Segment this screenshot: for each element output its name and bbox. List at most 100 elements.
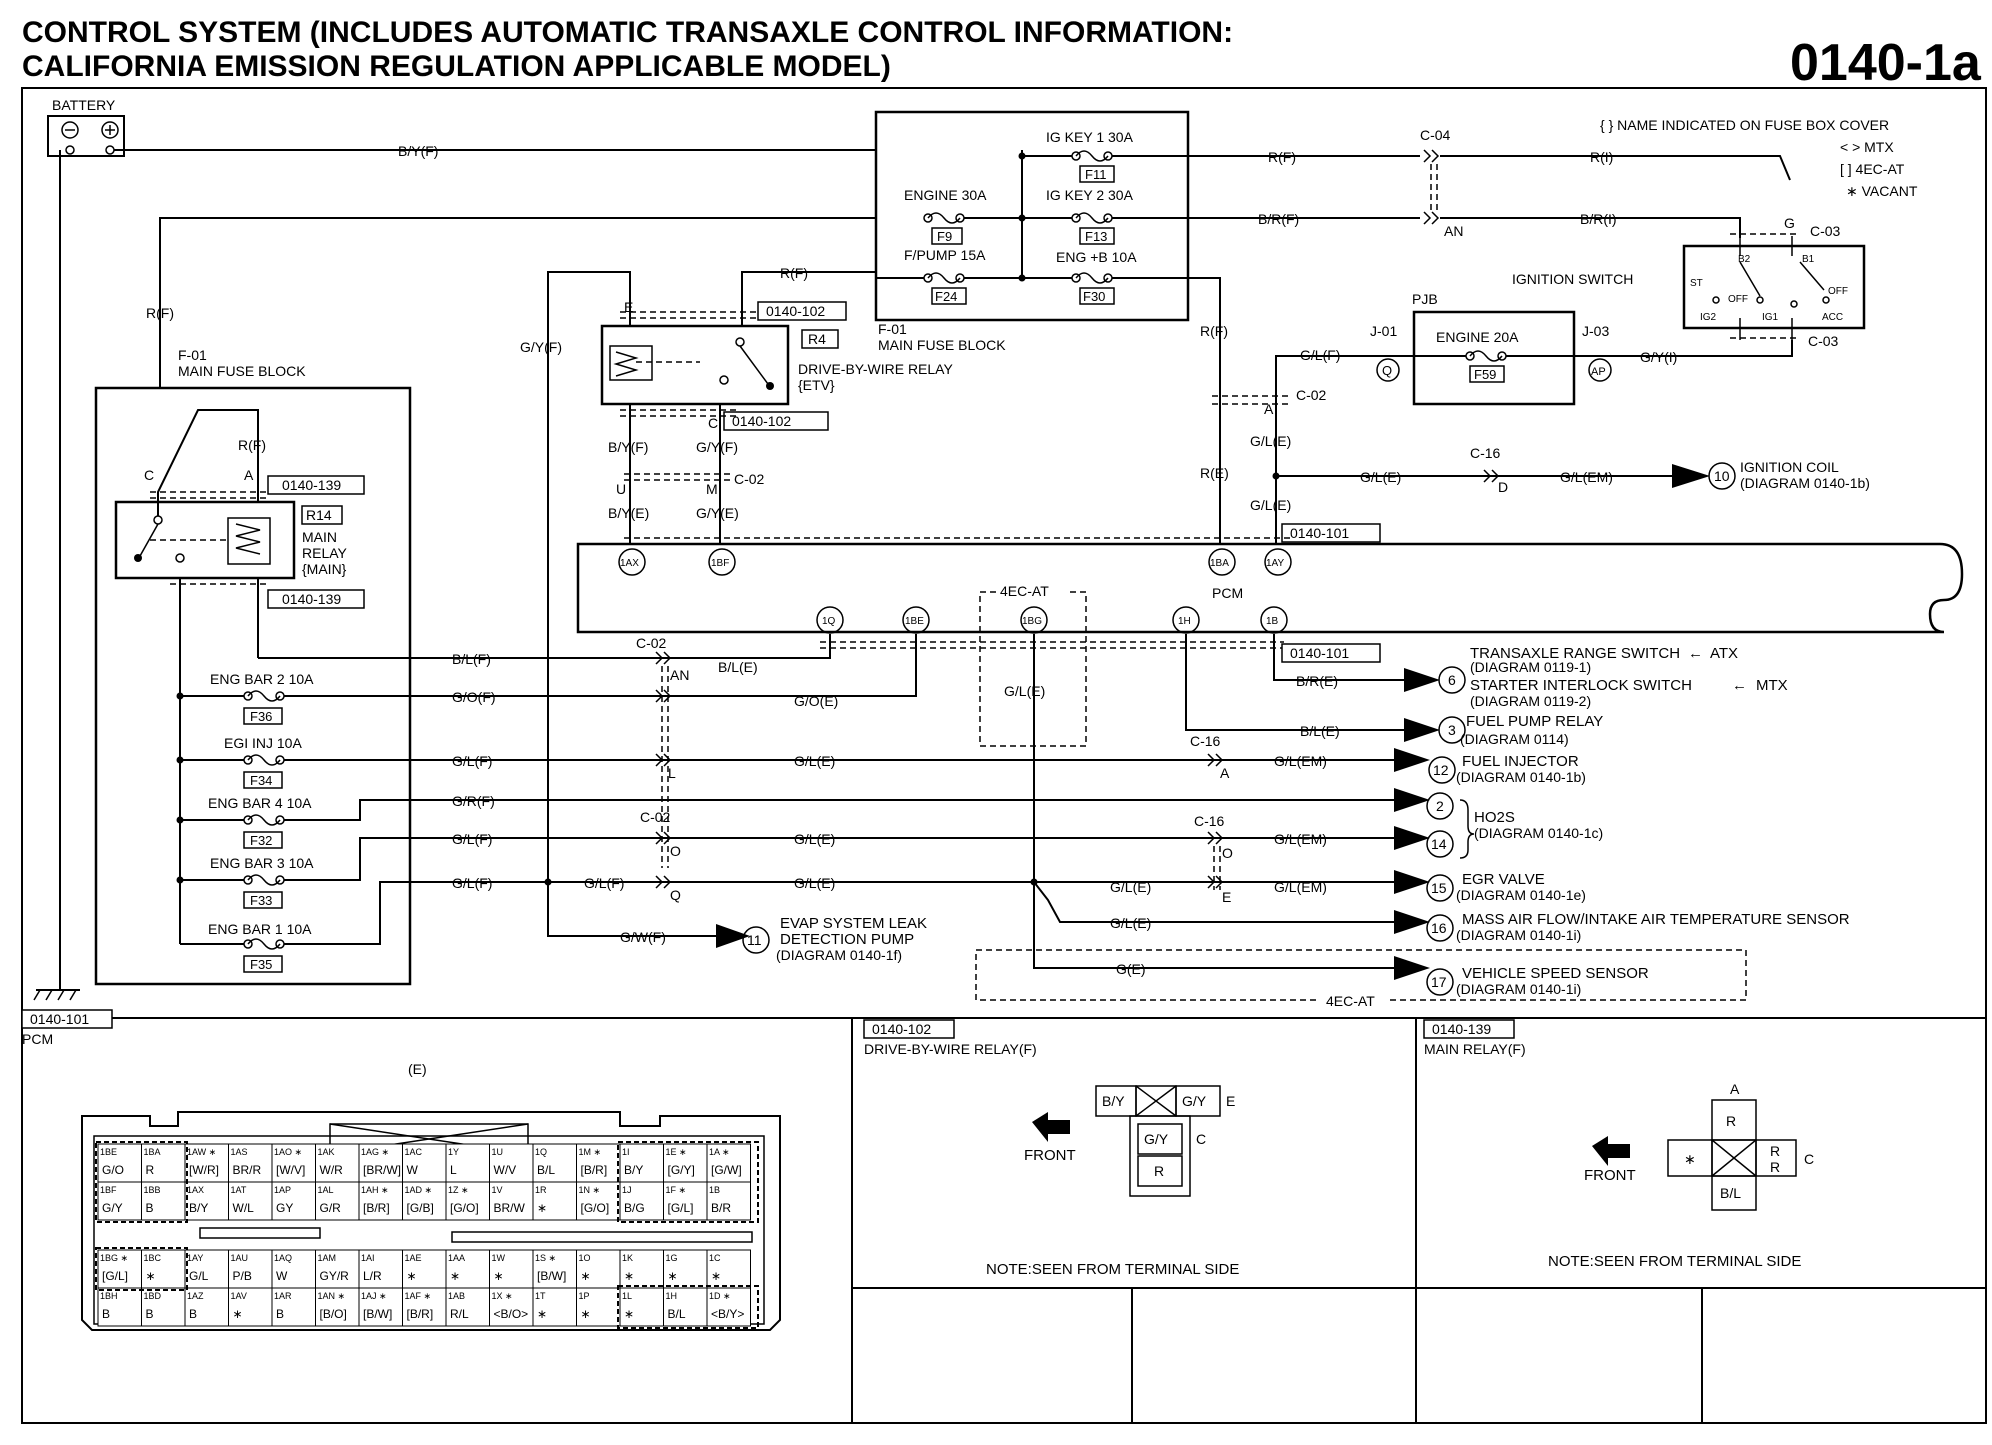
pcm-pin-wire: [G/O] — [450, 1201, 479, 1215]
fuse-fpump-name: F/PUMP 15A — [904, 247, 986, 263]
dbw-relay-name: DRIVE-BY-WIRE RELAY — [798, 361, 953, 377]
fuse-egi-inj-name: EGI INJ 10A — [224, 735, 302, 751]
pcm-pin-wire: [G/B] — [407, 1201, 434, 1215]
pcm-pin-wire: G/O — [102, 1163, 124, 1177]
main-fuse-block-left-name: MAIN FUSE BLOCK — [178, 363, 306, 379]
pcm-pin-id: 1BD — [144, 1291, 162, 1301]
pjb-pin-ap: AP — [1591, 366, 1606, 378]
wire-go-f — [284, 634, 917, 697]
pcm-pin-wire: L/R — [363, 1269, 382, 1283]
main-relay-name-1: MAIN — [302, 529, 337, 545]
main-fuse-block-top — [874, 110, 1190, 322]
pcm-pin-id: 1P — [579, 1291, 590, 1301]
connector-c04-label: C-04 — [1420, 127, 1451, 143]
arrow-ho2s-2 — [1394, 788, 1430, 812]
pcm-pin-1ay — [1264, 548, 1292, 576]
output-17-diag: (DIAGRAM 0140-1i) — [1456, 981, 1581, 997]
wire-gl-f-o — [284, 837, 1402, 881]
pcm-pin-cell: 1AW ∗ [W/R] — [184, 1143, 229, 1183]
pcm-pin-1h-label: 1H — [1178, 616, 1191, 627]
pcm-pin-id: 1AK — [318, 1147, 335, 1157]
panel-main-relay-cell-r-top: R — [1726, 1113, 1736, 1129]
connector-c02-mid-symbol — [655, 651, 672, 868]
pjb-pin-q: Q — [1382, 363, 1392, 378]
wire-label-gl-e-q: G/L(E) — [794, 875, 835, 891]
main-fuse-block-top-ref: F-01 — [878, 321, 907, 337]
wire-gr-f — [284, 799, 1402, 821]
main-relay-code: R14 — [306, 507, 332, 523]
pcm-pin-id: 1AM — [318, 1253, 337, 1263]
wire-label-gl-em-inj: G/L(EM) — [1274, 753, 1327, 769]
pcm-pin-id: 1I — [622, 1147, 630, 1157]
output-6-name2: STARTER INTERLOCK SWITCH — [1470, 677, 1692, 694]
pcm-pin-wire: B/G — [624, 1201, 645, 1215]
output-17-name: VEHICLE SPEED SENSOR — [1462, 965, 1649, 982]
pcm-pin-wire: <B/Y> — [711, 1307, 744, 1321]
output-3: 3 FUEL PUMP RELAY (DIAGRAM 0114) — [1438, 713, 1603, 747]
pcm-pin-id: 1L — [622, 1291, 632, 1301]
pcm-pin-id: 1AW ∗ — [187, 1147, 216, 1157]
pcm-ref-bot: 0140-101 — [1290, 645, 1349, 661]
pcm-pin-wire: B/Y — [624, 1163, 643, 1177]
main-fuse-block-left-ref: F-01 — [178, 347, 207, 363]
fuse-eng-bar-2-name: ENG BAR 2 10A — [210, 671, 314, 687]
pcm-pin-wire: ∗ — [233, 1307, 243, 1321]
output-12-diag: (DIAGRAM 0140-1b) — [1456, 769, 1586, 785]
wire-label-gy-i: G/Y(I) — [1640, 349, 1677, 365]
pcm-pin-1h — [1172, 606, 1200, 634]
wire-label-gl-f-pjb: G/L(F) — [1300, 347, 1340, 363]
wire-label-r-f-engb: R(F) — [1200, 323, 1228, 339]
pcm-pin-cell: 1L ∗ — [619, 1287, 664, 1327]
pcm-pin-wire: ∗ — [537, 1307, 547, 1321]
wire-gl-f-pjb — [1275, 355, 1414, 560]
main-relay-ref-bot: 0140-139 — [282, 591, 341, 607]
pcm-pin-wire: ∗ — [624, 1307, 634, 1321]
pcm-pin-wire: L — [450, 1163, 457, 1177]
connector-c02-um: C-02 — [734, 471, 765, 487]
pcm-pin-cell: 1QB/L — [532, 1143, 577, 1183]
wire-label-gl-e1: G/L(E) — [1250, 433, 1291, 449]
pcm-pin-cell: 1AA∗ — [445, 1249, 490, 1289]
ignition-switch-b2: B2 — [1738, 254, 1751, 265]
pcm-pin-cell: 1W∗ — [489, 1249, 534, 1289]
pcm-pin-1bg-label: 1BG — [1022, 616, 1042, 627]
pcm-pin-id: 1AC — [405, 1147, 423, 1157]
fuse-eng-b-name: ENG +B 10A — [1056, 249, 1137, 265]
wire-label-g-e: G(E) — [1116, 961, 1146, 977]
dbw-relay-pin-c: C — [708, 415, 718, 431]
ignition-switch-st: ST — [1690, 278, 1703, 289]
dbw-relay-box — [600, 324, 790, 406]
pcm-pin-wire: [W/R] — [189, 1163, 219, 1177]
pcm-pin-id: 1AO ∗ — [274, 1147, 302, 1157]
output-16: 16 MASS AIR FLOW/INTAKE AIR TEMPERATURE … — [1426, 911, 1850, 943]
fuse-ig-key-1-name: IG KEY 1 30A — [1046, 129, 1134, 145]
fuse-ig-key-2-name: IG KEY 2 30A — [1046, 187, 1134, 203]
wire-label-go-f: G/O(F) — [452, 689, 496, 705]
connector-c02-mid: C-02 — [636, 635, 667, 651]
pcm-pin-wire: [G/W] — [711, 1163, 742, 1177]
pcm-pin-id: 1AF ∗ — [405, 1291, 432, 1301]
pcm-pin-wire: ∗ — [407, 1269, 417, 1283]
pcm-pin-wire: [BR/W] — [363, 1163, 401, 1177]
main-relay-contacts — [134, 515, 271, 565]
pjb-box — [1412, 310, 1576, 406]
pcm-pin-id: 1T — [535, 1291, 546, 1301]
pcm-pin-wire: B — [146, 1201, 154, 1215]
pcm-pin-wire: [B/R] — [363, 1201, 390, 1215]
pcm-pin-wire: W — [407, 1163, 419, 1177]
pcm-pin-wire: GY/R — [320, 1269, 350, 1283]
legend-line-3: [ ] 4EC-AT — [1840, 161, 1905, 177]
panel-dbw-cell-by: B/Y — [1102, 1093, 1125, 1109]
pcm-pin-wire: [B/R] — [407, 1307, 434, 1321]
output-6-diag2: (DIAGRAM 0119-2) — [1470, 693, 1591, 709]
wire-label-gl-f-o: G/L(F) — [452, 831, 492, 847]
output-10-diag: (DIAGRAM 0140-1b) — [1740, 475, 1870, 491]
pcm-pin-wire: <B/O> — [494, 1307, 529, 1321]
pcm-pin-wire: GY — [276, 1201, 293, 1215]
pcm-pin-cell: 1K∗ — [619, 1249, 664, 1289]
title-line-1: CONTROL SYSTEM (INCLUDES AUTOMATIC TRANS… — [22, 16, 1233, 49]
